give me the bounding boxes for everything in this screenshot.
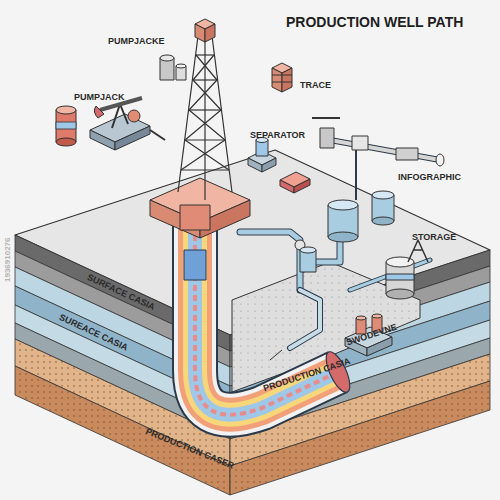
part-label: INFOGRAPHIC bbox=[398, 172, 461, 182]
part-label: PUMPJACK bbox=[74, 92, 125, 102]
part-label: SEPARATOR bbox=[250, 130, 305, 140]
watermark: 1936910276 bbox=[3, 238, 12, 283]
part-label: TRACE bbox=[300, 80, 331, 90]
part-label: STORAGE bbox=[412, 232, 456, 242]
part-label: PUMPJACKE bbox=[108, 36, 165, 46]
diagram-title: PRODUCTION WELL PATH bbox=[286, 14, 463, 30]
